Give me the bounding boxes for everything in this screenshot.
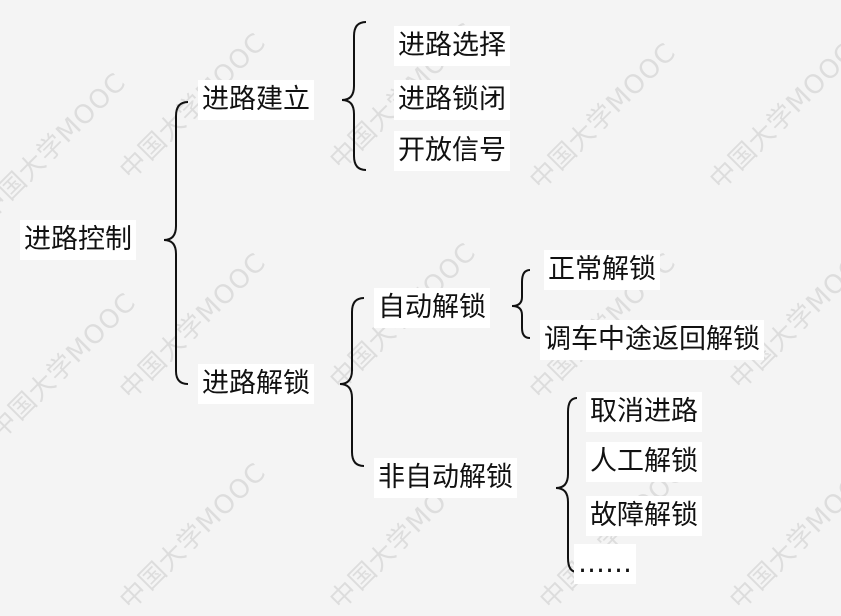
node-human-release: 人工解锁 xyxy=(586,442,702,482)
node-auto-release: 自动解锁 xyxy=(374,288,490,328)
node-shunting-return-release: 调车中途返回解锁 xyxy=(540,320,764,360)
node-route-locking: 进路锁闭 xyxy=(394,80,510,120)
node-normal-release: 正常解锁 xyxy=(544,250,660,290)
brace-route-release xyxy=(339,297,365,467)
tree-braces xyxy=(163,21,578,573)
node-fault-release: 故障解锁 xyxy=(586,496,702,536)
node-open-signal: 开放信号 xyxy=(394,131,510,171)
node-route-selection: 进路选择 xyxy=(394,26,510,66)
brace-auto-release xyxy=(511,269,531,339)
brace-route-setup xyxy=(341,21,367,171)
node-manual-release: 非自动解锁 xyxy=(374,458,517,498)
brace-root xyxy=(163,101,189,385)
node-root: 进路控制 xyxy=(20,220,136,260)
diagram-canvas: 中国大学MOOC 中国大学MOOC 中国大学MOOC 中国大学MOOC 中国大学… xyxy=(0,17,841,615)
node-cancel-route: 取消进路 xyxy=(586,392,702,432)
node-route-setup: 进路建立 xyxy=(198,80,314,120)
brace-manual-release xyxy=(555,397,578,573)
node-route-release: 进路解锁 xyxy=(198,364,314,404)
node-ellipsis: …… xyxy=(574,544,636,584)
